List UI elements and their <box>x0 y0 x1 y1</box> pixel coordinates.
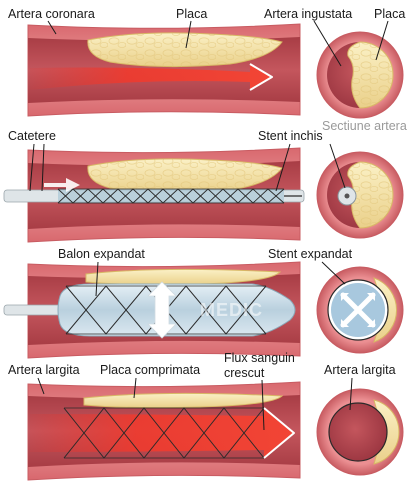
panel-4-widened-artery: Artera largita Placa comprimata Flux san… <box>8 351 404 481</box>
label-flux-sanguin: Flux sanguin <box>224 351 295 365</box>
compressed-plaque <box>83 392 284 409</box>
artery-cross-section-1 <box>316 31 404 119</box>
label-placa-comprimata: Placa comprimata <box>100 363 200 377</box>
label-balon-expandat: Balon expandat <box>58 247 145 261</box>
panel-3-balloon-expansion: MEDIC Balon expandat Stent expandat <box>3 247 404 359</box>
panel-2-catheter-insertion: Catetere Stent inchis <box>3 129 404 243</box>
artery-longitudinal-3: MEDIC <box>3 261 301 359</box>
expansion-arrow <box>147 281 177 339</box>
caption-sectiune-artera: Sectiune artera <box>322 119 407 133</box>
label-artera-coronara: Artera coronara <box>8 7 95 21</box>
insertion-arrow <box>44 178 80 192</box>
artery-cross-section-2 <box>316 151 404 239</box>
label-stent-inchis: Stent inchis <box>258 129 323 143</box>
artery-longitudinal-1 <box>27 23 301 117</box>
label-catetere: Catetere <box>8 129 56 143</box>
cross-section-widened-lumen <box>328 402 388 462</box>
artery-longitudinal-2 <box>3 147 305 243</box>
label-stent-expandat: Stent expandat <box>268 247 353 261</box>
label-artera-largita-section: Artera largita <box>324 363 396 377</box>
stent-in-place <box>63 407 265 459</box>
artery-longitudinal-4 <box>27 381 301 481</box>
label-crescut: crescut <box>224 366 265 380</box>
closed-stent <box>57 188 285 204</box>
artery-cross-section-4 <box>316 388 404 476</box>
panel-1-narrowed-artery: Artera coronara Placa Artera ingustata P… <box>8 7 407 133</box>
artery-cross-section-3 <box>316 266 404 354</box>
label-placa: Placa <box>176 7 207 21</box>
blood-flow-arrow-1 <box>30 64 272 90</box>
label-artera-ingustata: Artera ingustata <box>264 7 352 21</box>
label-artera-largita: Artera largita <box>8 363 80 377</box>
blood-flow-arrow-4 <box>30 408 294 458</box>
watermark: MEDIC <box>200 300 263 320</box>
label-placa-section: Placa <box>374 7 405 21</box>
